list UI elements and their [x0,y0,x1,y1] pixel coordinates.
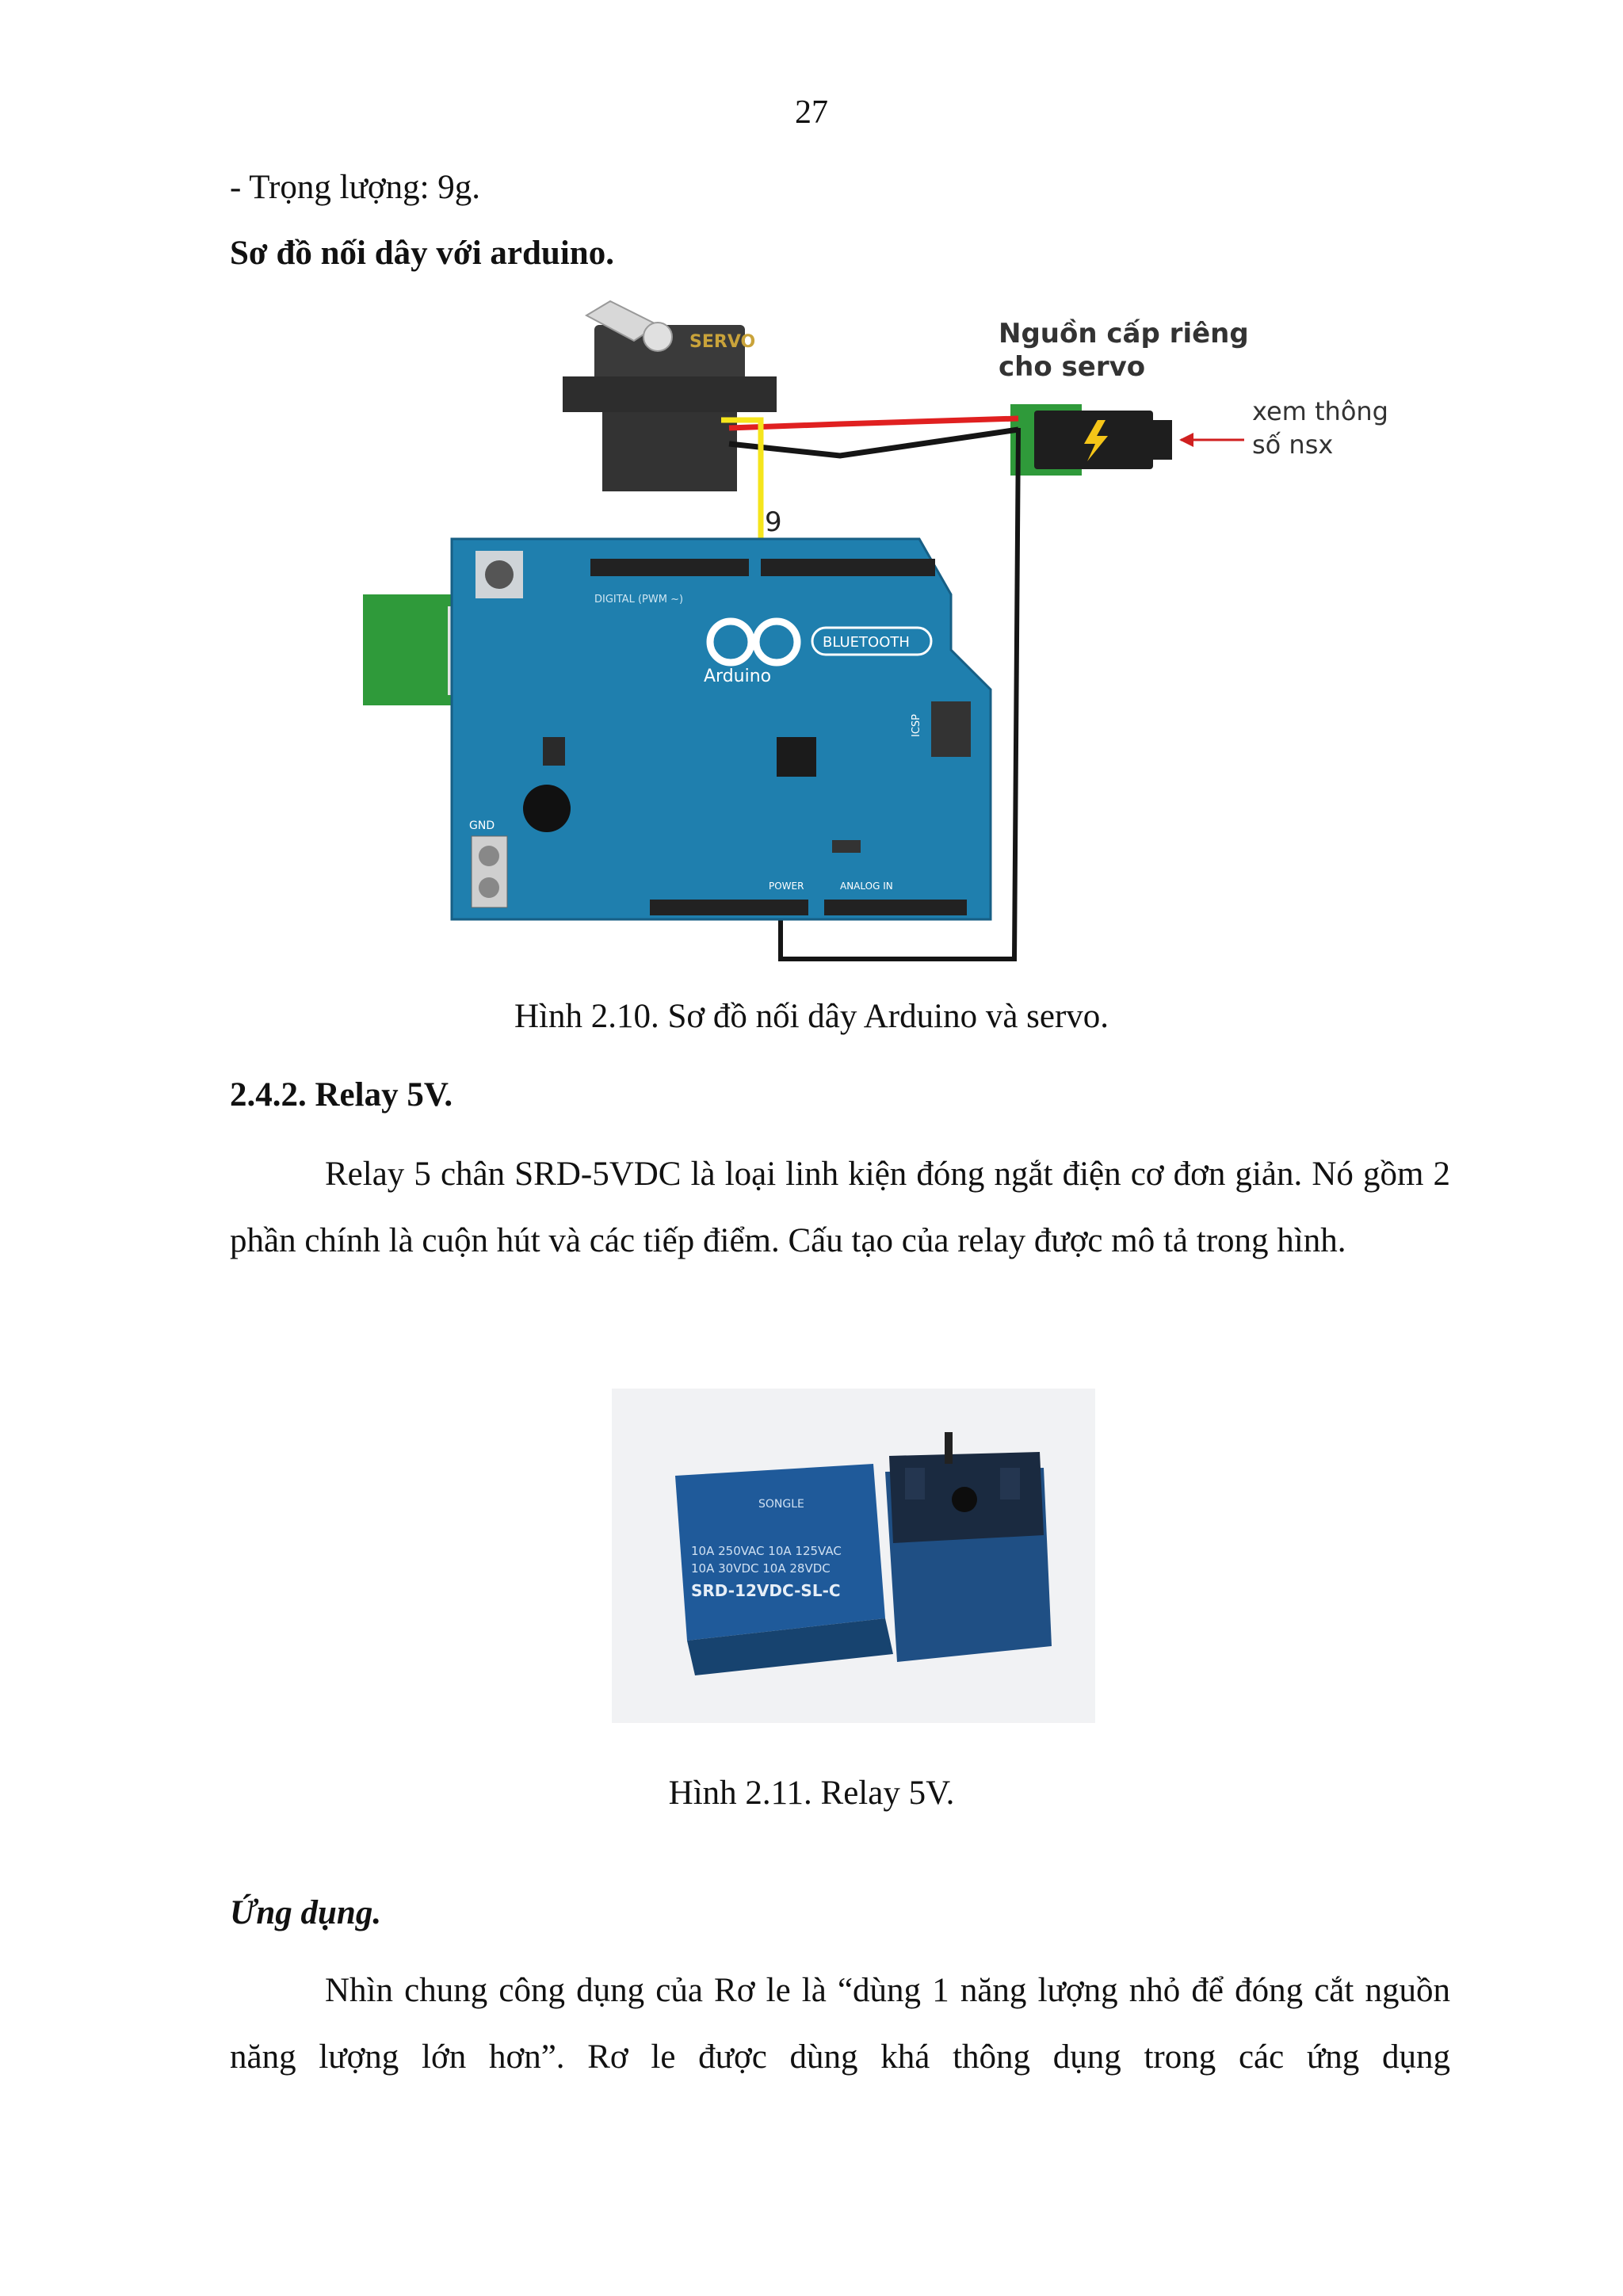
relay-spec-line2: 10A 30VDC 10A 28VDC [691,1561,831,1576]
pin-label: 9 [765,506,782,538]
section-heading-application: Ứng dụng. [230,1894,382,1931]
wiring-diagram-figure: SERVO Nguồn cấp riêng cho servo xem thôn… [363,300,1388,961]
digital-header-right [761,559,935,576]
power-label-line2: cho servo [999,351,1145,383]
icsp-header [931,701,971,757]
relay-back [885,1432,1052,1662]
section-heading-relay: 2.4.2. Relay 5V. [230,1076,453,1114]
relay-brand: SONGLE [758,1498,804,1511]
page-number: 27 [795,94,828,131]
note-line2: số nsx [1252,430,1333,460]
note-line1: xem thông [1252,396,1388,426]
relay-spec-line1: 10A 250VAC 10A 125VAC [691,1544,842,1558]
servo-label: SERVO [689,332,755,352]
digital-header-left [590,559,749,576]
analog-header [824,900,967,915]
lightning-icon [1084,420,1108,461]
ground-wire [778,427,1021,961]
relay-photo-figure: SONGLE 10A 250VAC 10A 125VAC 10A 30VDC 1… [612,1389,1095,1723]
signal-wire [721,417,764,555]
black-wire [728,426,1019,459]
application-paragraph-text: Nhìn chung công dụng của Rơ le là “dùng … [230,1972,1450,2076]
analog-label: ANALOG IN [840,881,893,892]
arduino-board: DIGITAL (PWM ~) Arduino BLUETOOTH GND IC… [450,537,992,921]
relay-front: SONGLE 10A 250VAC 10A 125VAC 10A 30VDC 1… [675,1464,893,1675]
relay-paragraph-text: Relay 5 chân SRD-5VDC là loại linh kiện … [230,1156,1450,1259]
power-jack [1010,404,1172,476]
gnd-label: GND [469,819,495,832]
arrow-head-icon [1179,433,1193,447]
application-paragraph: Nhìn chung công dụng của Rơ le là “dùng … [230,1958,1450,2091]
arduino-brand: Arduino [704,667,771,686]
section-heading-wiring: Sơ đồ nối dây với arduino. [230,235,614,272]
power-header-label: POWER [769,881,804,892]
digital-label: DIGITAL (PWM ~) [594,594,683,606]
servo-motor: SERVO [563,300,777,491]
red-wire [728,415,1019,431]
icsp-label: ICSP [911,714,922,737]
power-label-line1: Nguồn cấp riêng [999,318,1249,350]
relay-paragraph: Relay 5 chân SRD-5VDC là loại linh kiện … [230,1141,1450,1274]
relay-model: SRD-12VDC-SL-C [691,1581,841,1600]
power-header [650,900,808,915]
bullet-item-weight: - Trọng lượng: 9g. [230,169,481,206]
figure-caption-2-11: Hình 2.11. Relay 5V. [668,1775,955,1812]
bluetooth-label: BLUETOOTH [823,634,910,651]
figure-caption-2-10: Hình 2.10. Sơ đồ nối dây Arduino và serv… [514,998,1109,1035]
